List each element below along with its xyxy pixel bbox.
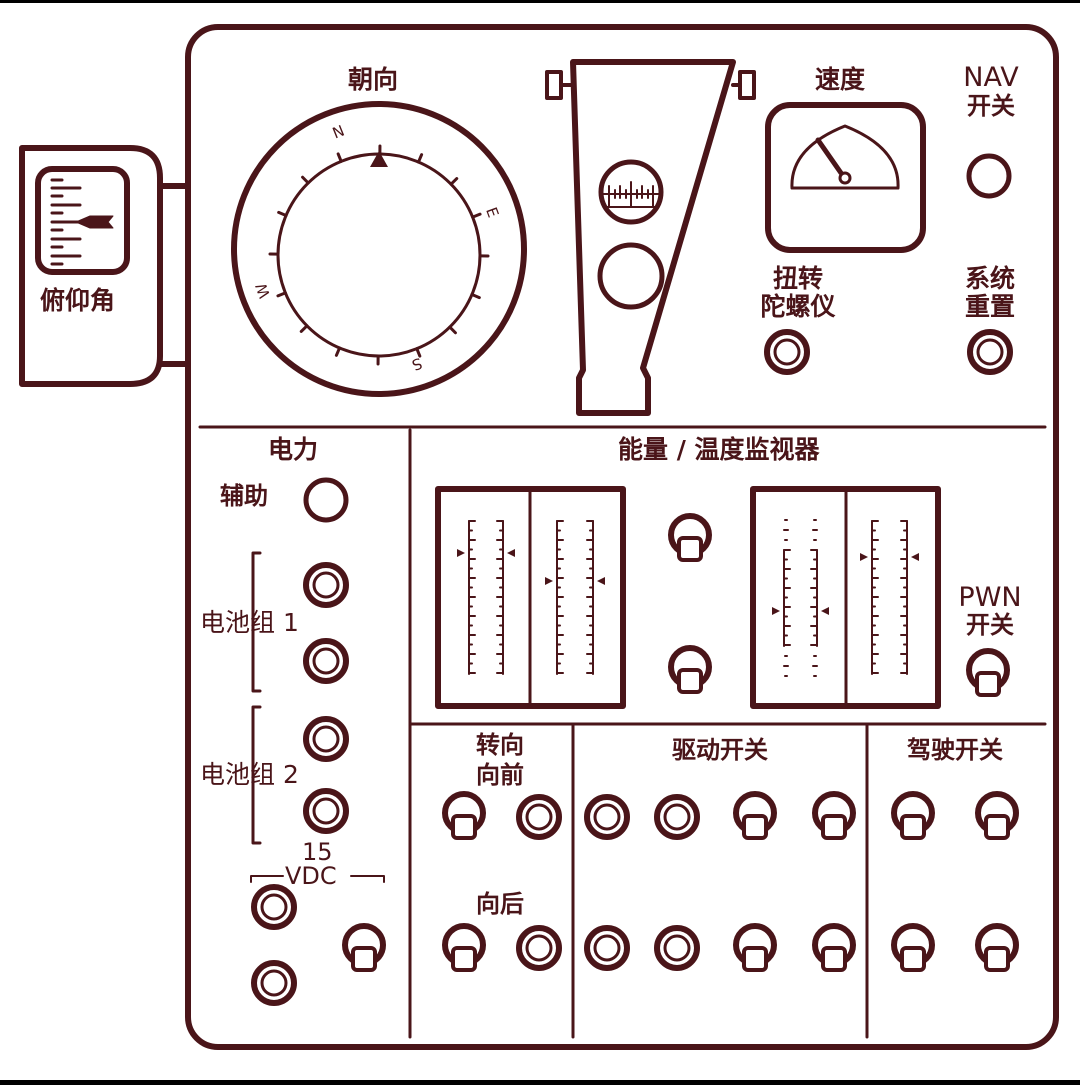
- aux-power-button[interactable]: [301, 475, 351, 525]
- compass-tick: [277, 210, 288, 218]
- battery2-jack-1[interactable]: [301, 714, 351, 764]
- battery1-jack-2[interactable]: [301, 636, 351, 686]
- monitor-title: 能量 / 温度监视器: [618, 435, 820, 464]
- power-title: 电力: [268, 435, 319, 464]
- battery1-jack-1[interactable]: [301, 560, 351, 610]
- reset-label-line1: 系统: [964, 264, 1015, 293]
- drive-jack-3[interactable]: [582, 923, 632, 973]
- nav-label-line1: NAV: [963, 62, 1019, 93]
- pilot-toggle-2[interactable]: [970, 790, 1024, 850]
- compass-tick: [448, 325, 457, 335]
- scale-pointer: [911, 553, 919, 561]
- speed-gauge-icon: [765, 102, 926, 253]
- compass-tick: [470, 292, 481, 300]
- scale-pointer: [860, 553, 868, 561]
- drive-title: 驱动开关: [672, 736, 768, 764]
- periscope-icon: [545, 59, 756, 416]
- reset-label-line2: 重置: [964, 292, 1015, 321]
- bottom-frame-bar: [0, 1080, 1080, 1085]
- pilot-toggle-4[interactable]: [970, 922, 1024, 982]
- battery2-jack-2[interactable]: [301, 786, 351, 836]
- drive-toggle-4[interactable]: [807, 922, 861, 982]
- compass-tick: [334, 346, 342, 357]
- system-reset-button[interactable]: [965, 327, 1015, 377]
- battery1-label: 电池组 1: [200, 608, 299, 637]
- pwn-label-line2: 开关: [966, 611, 1014, 639]
- energy-monitor-left: [435, 486, 626, 709]
- pwn-label-line1: PWN: [958, 582, 1022, 613]
- scale-pointer: [457, 549, 465, 557]
- scale-pointer: [772, 607, 780, 615]
- compass-tick: [416, 153, 424, 164]
- pwn-toggle-switch[interactable]: [961, 647, 1015, 707]
- scale-pointer: [545, 577, 553, 585]
- compass-tick: [449, 177, 459, 186]
- compass-tick: [415, 347, 422, 358]
- drive-jack-1[interactable]: [582, 792, 632, 842]
- steering-title-line2: 向前: [476, 761, 524, 789]
- scale-pointer: [507, 549, 515, 557]
- compass-tick: [336, 152, 343, 163]
- vdc-toggle-switch[interactable]: [337, 922, 391, 982]
- vdc-label: VDC: [285, 862, 337, 890]
- gyro-button[interactable]: [762, 327, 812, 377]
- vdc-number: 15: [302, 838, 333, 866]
- nav-label-line2: 开关: [967, 92, 1015, 120]
- temperature-monitor-right: [750, 486, 941, 709]
- compass-tick: [471, 212, 482, 219]
- steer-back-jack[interactable]: [514, 923, 564, 973]
- drive-toggle-1[interactable]: [728, 790, 782, 850]
- steering-back-label: 向后: [476, 890, 524, 918]
- compass-tick: [299, 324, 309, 333]
- main-panel-frame: [185, 24, 1059, 1050]
- steer-forward-jack[interactable]: [514, 792, 564, 842]
- top-frame-bar: [0, 0, 1080, 3]
- compass-tick: [301, 175, 310, 185]
- speed-label: 速度: [815, 65, 866, 94]
- monitor-toggle-2[interactable]: [663, 644, 717, 704]
- gyro-label-line1: 扭转: [772, 264, 823, 293]
- vdc-jack-2[interactable]: [249, 958, 299, 1008]
- battery2-label: 电池组 2: [200, 760, 299, 789]
- aux-label: 辅助: [220, 482, 268, 510]
- pitch-box-frame: [19, 145, 163, 387]
- pilot-toggle-3[interactable]: [886, 922, 940, 982]
- pitch-indicator-icon: [35, 166, 130, 275]
- drive-jack-2[interactable]: [652, 792, 702, 842]
- pitch-label: 俯仰角: [40, 286, 116, 315]
- scale-pointer: [821, 607, 829, 615]
- heading-label: 朝向: [348, 65, 399, 94]
- compass-icon: [231, 101, 527, 397]
- steering-title-line1: 转向: [476, 731, 524, 759]
- compass-tick: [276, 291, 287, 298]
- steer-forward-toggle[interactable]: [437, 790, 491, 850]
- nav-switch-button[interactable]: [964, 151, 1014, 201]
- gyro-label-line2: 陀螺仪: [760, 292, 836, 321]
- monitor-toggle-1[interactable]: [663, 512, 717, 572]
- drive-toggle-2[interactable]: [807, 790, 861, 850]
- drive-jack-4[interactable]: [652, 923, 702, 973]
- steer-back-toggle[interactable]: [437, 922, 491, 982]
- pilot-title: 驾驶开关: [907, 736, 1003, 764]
- vdc-jack-1[interactable]: [249, 882, 299, 932]
- scale-pointer: [597, 577, 605, 585]
- pilot-toggle-1[interactable]: [886, 790, 940, 850]
- drive-toggle-3[interactable]: [728, 922, 782, 982]
